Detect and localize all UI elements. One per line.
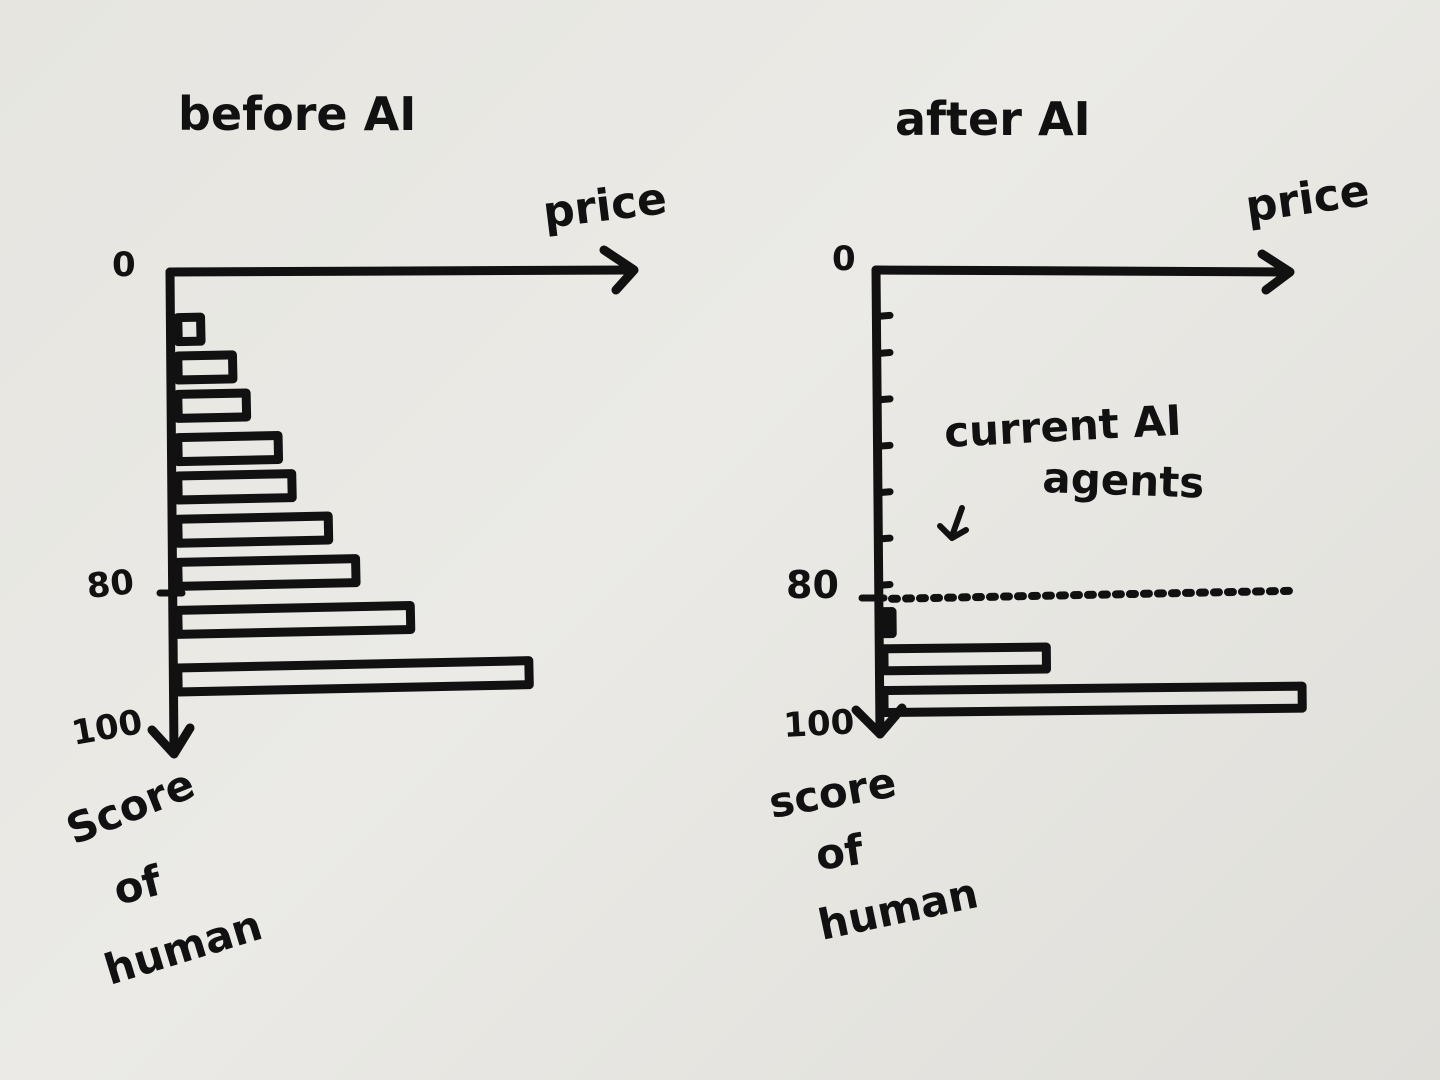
y-tick-3 <box>874 441 894 450</box>
reference-line <box>888 586 1296 603</box>
bar-4 <box>173 469 297 505</box>
x-axis-arrowhead <box>599 245 639 295</box>
bar-5 <box>173 511 334 548</box>
annotation-arrow <box>937 505 969 541</box>
bar-6 <box>173 554 361 591</box>
x-axis-arrowhead <box>1257 249 1295 295</box>
bars-group <box>173 312 534 697</box>
y-tick-0 <box>874 311 894 320</box>
bar-0 <box>173 312 206 347</box>
bar-1 <box>879 642 1052 676</box>
annotation-line-2: agents <box>1042 453 1205 508</box>
y-axis-line <box>165 267 179 757</box>
chart-before-ai: before AI price 0 80 100 Score of human <box>59 87 669 995</box>
y-axis-label-line-1: Score <box>59 759 201 854</box>
chart-title: after AI <box>895 92 1091 146</box>
y-tick-label-80: 80 <box>786 563 839 607</box>
y-tick-label-80: 80 <box>85 562 136 607</box>
bar-2 <box>879 681 1307 718</box>
x-axis-line <box>165 265 637 277</box>
bar-1 <box>173 350 238 385</box>
y-tick-label-0: 0 <box>112 245 136 285</box>
bars-group <box>879 607 1307 718</box>
chart-title: before AI <box>178 87 416 141</box>
y-tick-2 <box>874 395 894 404</box>
y-tick-label-100: 100 <box>782 702 855 746</box>
y-axis-label-line-3: human <box>814 868 982 950</box>
x-axis-label: price <box>540 173 669 239</box>
y-axis-label-line-2: of <box>109 856 167 915</box>
y-axis-label-line-3: human <box>99 900 268 994</box>
dotted-reference-line <box>888 586 1296 603</box>
y-axis-line <box>871 265 885 739</box>
bar-0 <box>879 607 897 639</box>
y-tick-marks <box>874 311 894 590</box>
annotation-line-1: current AI <box>943 396 1183 457</box>
bar-7 <box>173 601 416 639</box>
x-axis-line <box>871 265 1293 277</box>
y-tick-1 <box>874 349 894 358</box>
y-axis-label-line-1: score <box>765 757 900 827</box>
y-tick-6 <box>874 581 894 590</box>
y-axis-label-line-2: of <box>813 825 867 880</box>
y-tick-label-0: 0 <box>832 239 856 279</box>
chart-after-ai: after AI price 0 80 100 current AI agent… <box>765 92 1372 950</box>
y-tick-5 <box>874 534 894 543</box>
bar-2 <box>173 388 252 423</box>
bar-3 <box>173 431 284 467</box>
y-axis-arrowhead <box>147 723 195 759</box>
x-axis-label: price <box>1242 165 1372 233</box>
y-tick-4 <box>874 488 894 497</box>
bar-8 <box>173 656 534 697</box>
y-tick-label-100: 100 <box>69 702 146 754</box>
